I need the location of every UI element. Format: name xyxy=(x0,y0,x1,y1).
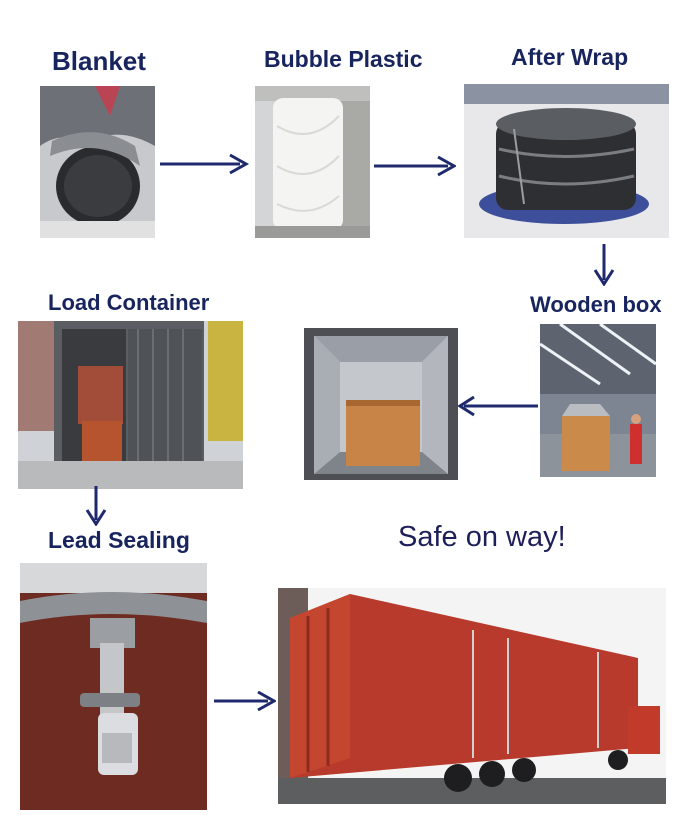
load-container-photo xyxy=(18,321,243,489)
label-blanket: Blanket xyxy=(52,46,146,76)
arrow-right-3 xyxy=(214,690,276,712)
label-after-wrap: After Wrap xyxy=(511,44,629,70)
truck-photo xyxy=(278,588,666,804)
blanket-photo xyxy=(40,86,155,238)
container-box-photo xyxy=(302,322,460,482)
label-wooden-box: Wooden box xyxy=(530,292,662,317)
label-bubble-plastic: Bubble Plastic xyxy=(264,46,423,72)
after-wrap-photo xyxy=(464,84,669,238)
bubble-plastic-photo xyxy=(255,86,370,238)
arrow-down-1 xyxy=(592,244,616,286)
lead-seal-photo xyxy=(20,563,207,810)
label-safe-on-way: Safe on way! xyxy=(398,521,566,553)
arrow-down-2 xyxy=(84,486,108,526)
arrow-right-2 xyxy=(374,155,456,177)
arrow-right-1 xyxy=(160,153,250,175)
wooden-box-photo xyxy=(540,324,656,477)
arrow-left-1 xyxy=(458,395,538,417)
label-lead-sealing: Lead Sealing xyxy=(48,527,190,553)
label-load-container: Load Container xyxy=(48,290,210,315)
